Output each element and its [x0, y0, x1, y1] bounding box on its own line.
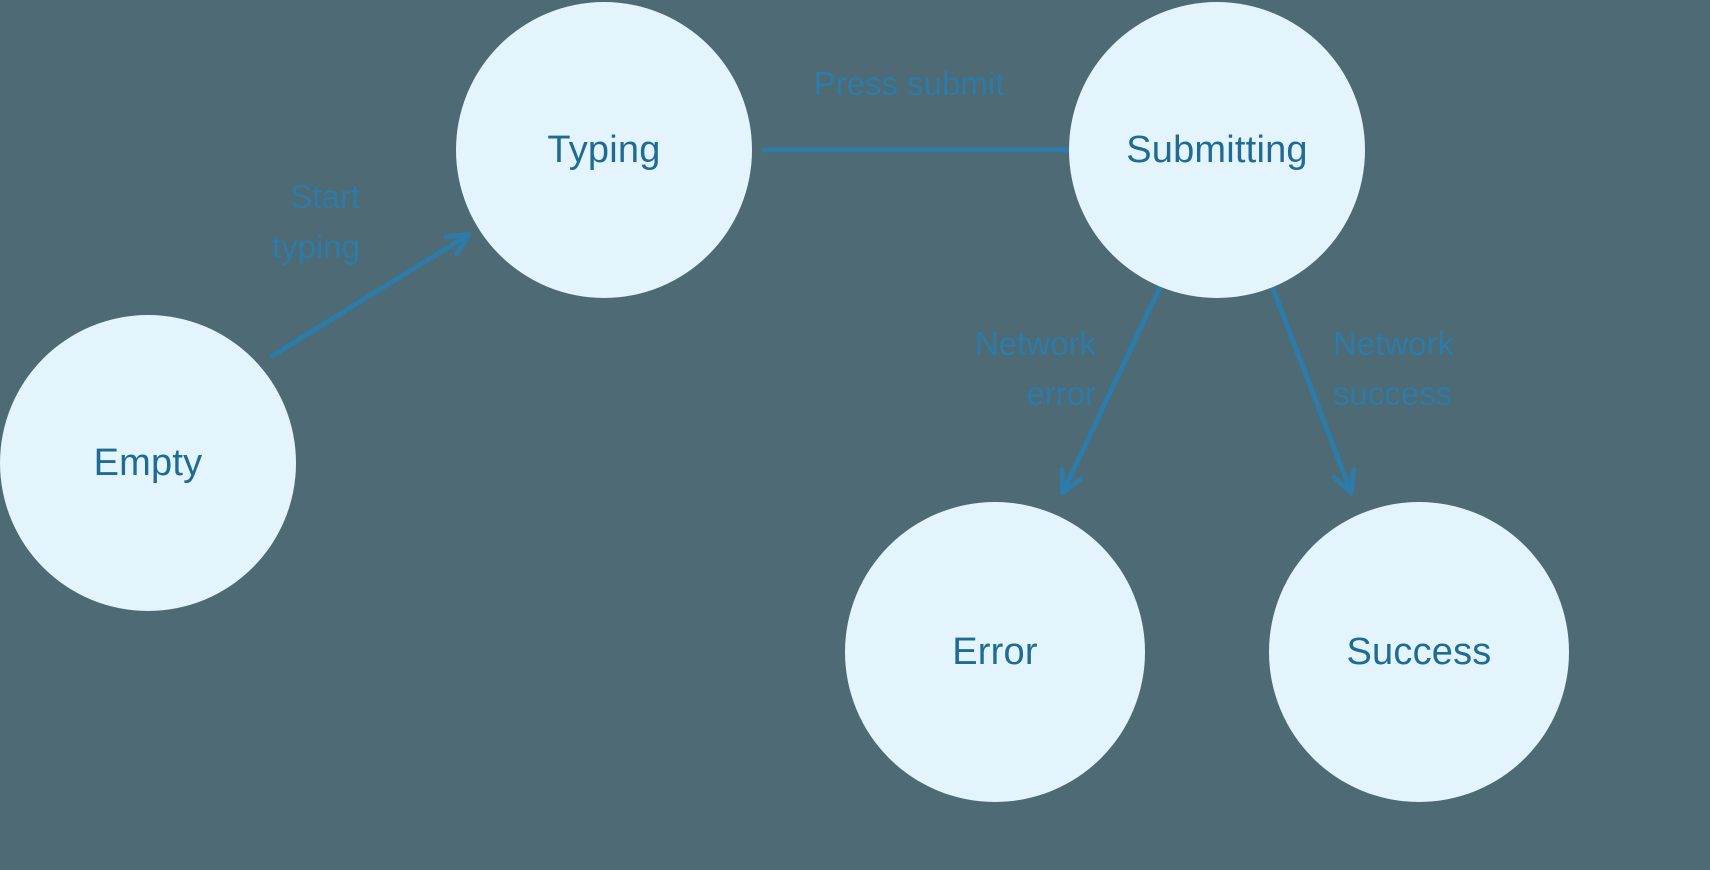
edge-submitting-to-error: [1059, 278, 1166, 496]
state-node-label: Submitting: [1126, 129, 1308, 171]
state-node-label: Typing: [547, 129, 661, 171]
edge-submitting-to-success: [1267, 278, 1357, 496]
edge-label-submitting-to-success: Network success: [1333, 325, 1455, 413]
state-node-label: Empty: [93, 442, 203, 484]
edge-label-submitting-to-error: Network error: [974, 325, 1096, 413]
state-node-label: Success: [1346, 631, 1492, 673]
edge-empty-to-typing: [269, 231, 472, 359]
state-node-empty[interactable]: Empty: [0, 315, 296, 611]
state-node-label: Error: [952, 631, 1038, 673]
state-node-submitting[interactable]: Submitting: [1069, 2, 1365, 298]
state-node-typing[interactable]: Typing: [456, 2, 752, 298]
edge-label-typing-to-submitting: Press submit: [813, 65, 1005, 102]
state-node-error[interactable]: Error: [845, 502, 1145, 802]
state-node-success[interactable]: Success: [1269, 502, 1569, 802]
edge-label-empty-to-typing: Start typing: [271, 178, 360, 266]
